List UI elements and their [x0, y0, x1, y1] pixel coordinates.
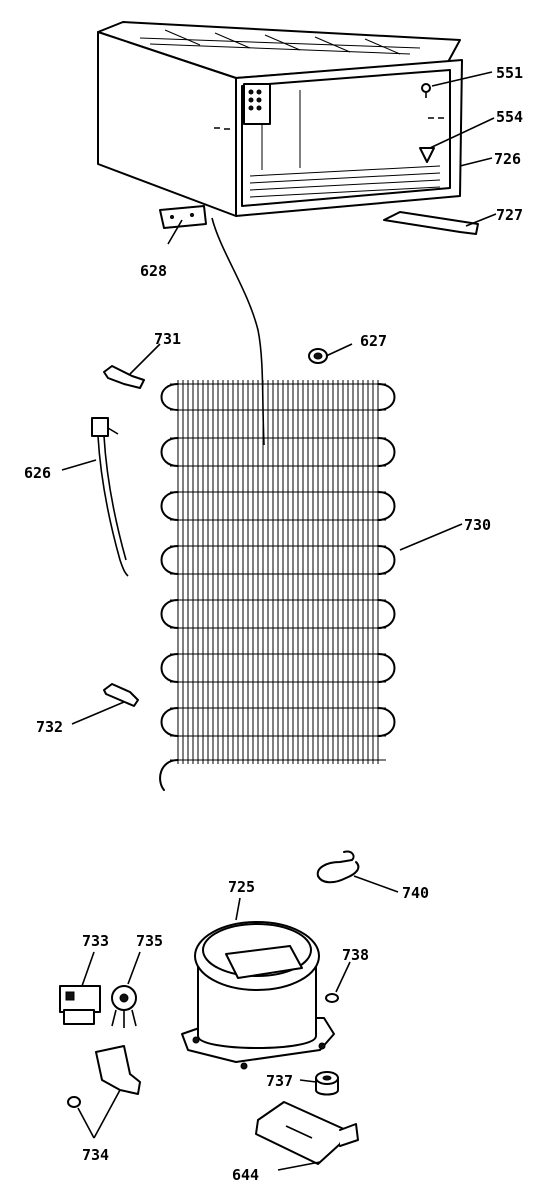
label-725: 725 — [228, 878, 255, 896]
part-737-grommet — [315, 1071, 339, 1096]
label-731: 731 — [154, 330, 181, 348]
part-734-terminal-cover — [67, 1045, 141, 1108]
part-554-plug — [419, 147, 435, 163]
label-737: 737 — [266, 1072, 293, 1090]
part-551-screw — [421, 83, 431, 98]
label-735: 735 — [136, 932, 163, 950]
leader-lines — [61, 71, 497, 1171]
part-740-clip — [316, 850, 360, 884]
label-644: 644 — [232, 1166, 259, 1184]
part-727-tab — [383, 211, 479, 235]
label-554: 554 — [496, 108, 523, 126]
part-626-harness — [91, 417, 129, 577]
label-730: 730 — [464, 516, 491, 534]
part-731-clip — [103, 365, 145, 389]
label-727: 727 — [496, 206, 523, 224]
label-734: 734 — [82, 1146, 109, 1164]
label-738: 738 — [342, 946, 369, 964]
label-726: 726 — [494, 150, 521, 168]
part-627-grommet — [308, 348, 328, 364]
label-733: 733 — [82, 932, 109, 950]
label-740: 740 — [402, 884, 429, 902]
part-725-compressor — [181, 921, 335, 1070]
label-732: 732 — [36, 718, 63, 736]
part-730-condenser — [159, 380, 396, 791]
part-732-clip — [103, 683, 139, 707]
label-551: 551 — [496, 64, 523, 82]
label-627: 627 — [360, 332, 387, 350]
part-733-relay — [59, 985, 101, 1025]
label-628: 628 — [140, 262, 167, 280]
label-626: 626 — [24, 464, 51, 482]
part-labels: 551 554 726 727 628 731 627 626 730 732 … — [24, 64, 523, 1184]
part-644-bracket — [255, 1101, 359, 1165]
part-628-bracket — [159, 205, 207, 229]
part-735-capacitor — [111, 985, 137, 1028]
freezer-liner-box — [97, 21, 463, 217]
part-738-grommet — [325, 993, 339, 1003]
